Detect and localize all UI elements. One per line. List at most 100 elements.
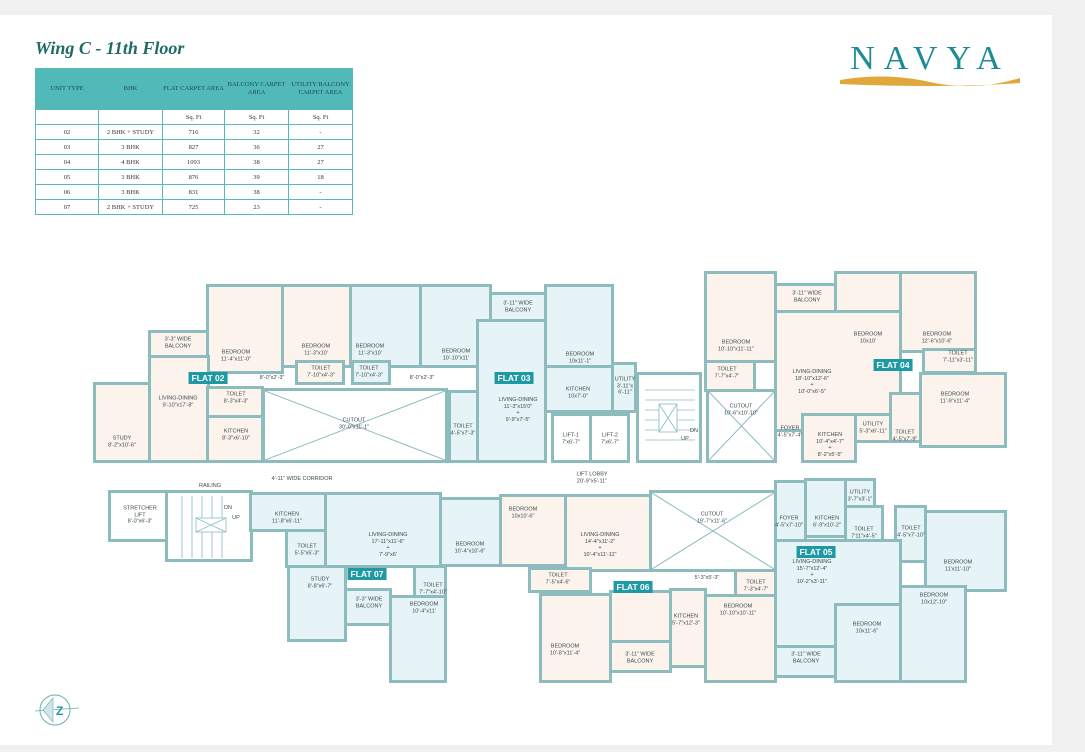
navya-logo: NAVYA: [840, 40, 1020, 90]
page-title: Wing C - 11th Floor: [35, 38, 185, 58]
unit-cell: Sq. Ft: [288, 109, 353, 125]
table-cell: 39: [224, 169, 289, 185]
table-header-row: UNIT TYPE BHK FLAT CARPET AREA BALCONY C…: [35, 68, 353, 110]
table-cell: 3 BHK: [98, 169, 163, 185]
flat06-kitchen: [669, 588, 707, 668]
flat05-foyer: [774, 480, 807, 542]
lift-2: [589, 413, 630, 463]
unit-cell: [35, 109, 99, 125]
cutout-3-cross: [652, 493, 774, 569]
table-cell: 32: [224, 124, 289, 140]
flat-06-tag: FLAT 06: [613, 581, 653, 593]
cutout-1-cross: [265, 391, 445, 460]
col-balcony-carpet: BALCONY CARPET AREA: [224, 68, 289, 110]
stair-dn-label: DN: [224, 504, 232, 511]
flat03-living-dining: [476, 319, 547, 463]
unit-cell: Sq. Ft: [224, 109, 289, 125]
table-cell: 831: [162, 184, 225, 200]
flat-02-tag: FLAT 02: [188, 372, 228, 384]
flat03-toilet-2: [448, 390, 479, 463]
flat06-dining: [609, 590, 672, 643]
flat03-kitchen: [544, 365, 614, 413]
table-cell: 07: [35, 199, 99, 215]
flat06-balcony: [609, 640, 672, 673]
flat05-balcony: [774, 645, 837, 678]
room-label: 5'-3"x5'-3": [694, 574, 720, 581]
table-cell: 02: [35, 124, 99, 140]
stair-dn-label: DN: [690, 427, 698, 434]
flat06-toilet-1: [528, 567, 592, 593]
table-cell: 876: [162, 169, 225, 185]
table-cell: -: [288, 124, 353, 140]
flat05-bedroom-2: [899, 585, 967, 683]
flat04-bedroom-3: [899, 271, 977, 353]
table-cell: 3 BHK: [98, 139, 163, 155]
flat02-bedroom-2: [281, 284, 352, 368]
flat05-kitchen: [804, 478, 847, 538]
table-cell: 23: [224, 199, 289, 215]
flat05-bedroom-1: [924, 510, 1007, 592]
flat03-toilet-1: [351, 360, 391, 385]
flat02-bedroom-1: [206, 284, 284, 374]
table-cell: 3 BHK: [98, 184, 163, 200]
units-row: Sq. Ft Sq. Ft Sq. Ft: [35, 109, 353, 125]
table-cell: 05: [35, 169, 99, 185]
flat-07-tag: FLAT 07: [347, 568, 387, 580]
table-cell: 2 BHK + STUDY: [98, 199, 163, 215]
table-cell: 1093: [162, 154, 225, 170]
table-cell: 36: [224, 139, 289, 155]
stair-up-label: UP: [681, 435, 689, 442]
table-cell: -: [288, 199, 353, 215]
flat05-bedroom-3: [834, 603, 902, 683]
table-cell: 2 BHK + STUDY: [98, 124, 163, 140]
table-cell: 716: [162, 124, 225, 140]
svg-text:Z: Z: [56, 704, 63, 718]
table-cell: 4 BHK: [98, 154, 163, 170]
logo-wave-icon: [840, 76, 1020, 87]
flat06-bedroom-3: [539, 593, 612, 683]
staircase-1-steps: [645, 389, 695, 441]
table-cell: 18: [288, 169, 353, 185]
